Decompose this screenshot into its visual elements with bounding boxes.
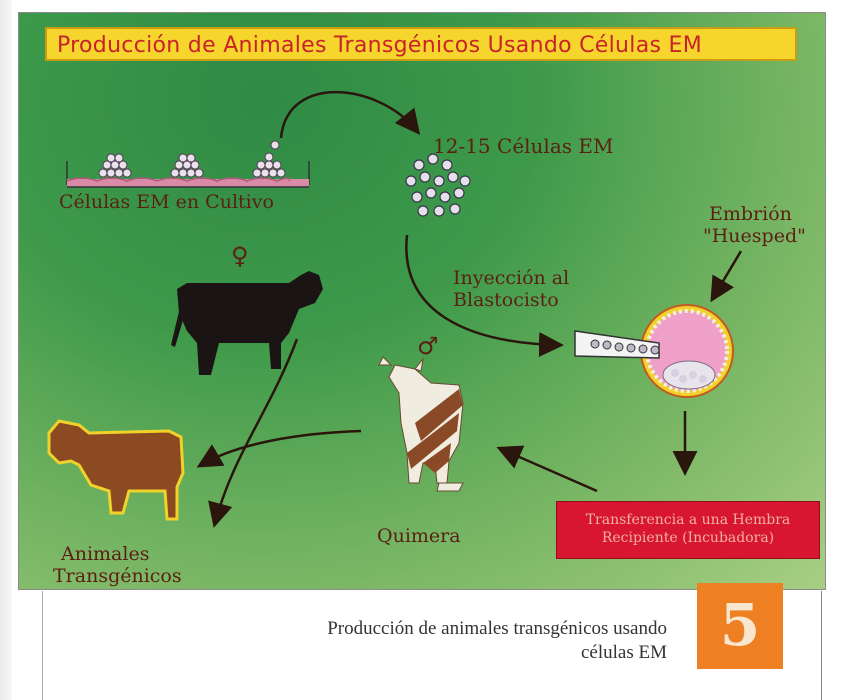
arrow-host-embryo <box>710 250 743 303</box>
male-symbol: ♂ <box>417 332 439 360</box>
chimera-cow <box>378 356 464 492</box>
cell-colony-3 <box>252 140 286 178</box>
figure-caption: Producción de animales transgénicos usan… <box>327 617 667 665</box>
injection-pipette <box>574 330 660 359</box>
transfer-recipient-box: Transferencia a una Hembra Recipiente (I… <box>556 501 820 559</box>
slide-title-banner: Producción de Animales Transgénicos Usan… <box>45 27 797 61</box>
diagram-graphics <box>47 90 743 528</box>
label-cell-count: 12-15 Células EM <box>433 134 614 158</box>
blastocyst <box>640 304 734 398</box>
arrow-to-chimera <box>496 445 598 493</box>
figure-number-badge: 5 <box>697 583 783 669</box>
female-symbol: ♀ <box>231 242 249 270</box>
arrow-harvest-cells <box>279 90 421 139</box>
label-transfer-1: Transferencia a una Hembra <box>585 512 791 528</box>
slide-title: Producción de Animales Transgénicos Usan… <box>57 33 703 58</box>
arrow-female-to-transgenic <box>208 338 299 528</box>
caption-line-2: células EM <box>580 642 667 663</box>
label-host-embryo-2: "Huesped" <box>703 225 806 247</box>
arrow-to-injection <box>405 234 564 358</box>
page-edge <box>0 0 12 700</box>
brown-transgenic-cow <box>47 419 185 521</box>
arrow-chimera-to-transgenic <box>196 429 362 468</box>
label-injection-2: Blastocisto <box>453 289 559 311</box>
caption-line-1: Producción de animales transgénicos usan… <box>327 618 667 639</box>
es-cell-cluster <box>405 153 471 217</box>
label-cells-in-culture: Células EM en Cultivo <box>59 191 274 213</box>
diagram-slide: Producción de Animales Transgénicos Usan… <box>18 12 826 590</box>
figure-number: 5 <box>719 591 761 659</box>
label-transgenic-1: Animales <box>61 543 150 565</box>
black-cow-female <box>171 271 323 375</box>
caption-area: Producción de animales transgénicos usan… <box>42 591 822 700</box>
label-transfer-2: Recipiente (Incubadora) <box>601 530 775 546</box>
cell-colony-1 <box>98 153 132 178</box>
label-chimera: Quimera <box>377 525 461 547</box>
cell-colony-2 <box>170 153 204 178</box>
culture-dish <box>66 161 310 188</box>
label-host-embryo-1: Embrión <box>709 203 792 225</box>
label-injection-1: Inyección al <box>453 267 570 289</box>
label-transgenic-2: Transgénicos <box>53 565 182 587</box>
